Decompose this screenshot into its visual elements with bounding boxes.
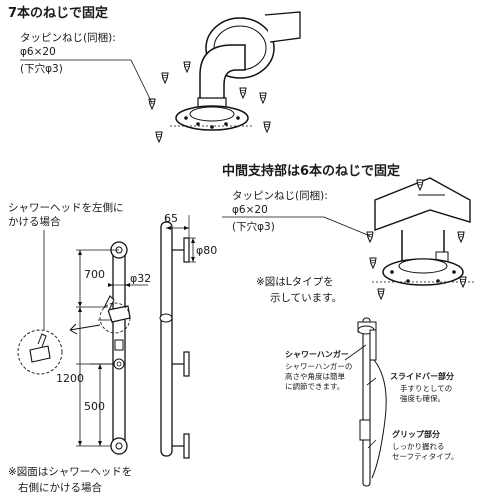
corner-bar — [374, 177, 471, 231]
horizontal-bar — [264, 11, 301, 43]
top-screw-label: タッピンねじ(同梱): — [20, 32, 116, 44]
dim-65: 65 — [164, 212, 178, 225]
middle-pilot-hole: (下穴φ3) — [232, 221, 275, 233]
dim-500: 500 — [84, 400, 105, 413]
elbow-pipe — [199, 44, 246, 111]
middle-bracket-illustration — [222, 177, 474, 300]
grip-callout-title: グリップ部分 — [392, 430, 440, 439]
grip-callout-line1: しっかり握れる — [392, 442, 445, 451]
l-type-note-line2: 示しています。 — [270, 292, 343, 304]
l-type-note-line1: ※図はLタイプを — [256, 276, 334, 288]
grip-callout-line2: セーフティタイプ。 — [392, 452, 459, 461]
rail-perspective-illustration — [344, 317, 387, 487]
left-side-caption-line2: かける場合 — [8, 216, 61, 228]
footnote-line2: 右側にかける場合 — [18, 482, 102, 494]
left-side-caption-line1: シャワーヘッドを左側に — [8, 202, 124, 214]
hanger-callout-line2: 高さや角度は簡単 — [285, 372, 345, 381]
side-rail-pipe — [160, 221, 173, 457]
footnote-line1: ※図面はシャワーヘッドを — [8, 466, 133, 478]
hanger-callout-line1: シャワーハンガーの — [285, 362, 353, 371]
rail-side-elevation — [159, 215, 196, 459]
hanger-callout-title: シャワーハンガー — [285, 350, 349, 359]
hanger-callout-line3: に調節できます。 — [285, 382, 345, 391]
dim-700: 700 — [84, 268, 105, 281]
rail-front-elevation — [76, 241, 148, 455]
slide-bar-callout-line2: 強度も確保。 — [400, 394, 445, 403]
left-hanger-inset — [17, 230, 131, 375]
side-flange-top — [183, 237, 190, 263]
slide-bar-callout-title: スライドバー部分 — [390, 372, 454, 381]
top-heading: 7本のねじで固定 — [8, 6, 109, 21]
dim-pipe-diameter: φ32 — [130, 272, 152, 285]
side-flange-mid — [183, 351, 190, 377]
top-screw-size: φ6×20 — [20, 46, 56, 58]
hanger-head — [369, 329, 377, 361]
side-flange-bottom — [183, 433, 190, 459]
dim-1200: 1200 — [56, 372, 84, 385]
top-pilot-hole: (下穴φ3) — [20, 63, 63, 75]
middle-screw-label: タッピンねじ(同梱): — [232, 190, 328, 202]
middle-heading: 中間支持部は6本のねじで固定 — [222, 164, 401, 179]
middle-screw-size: φ6×20 — [232, 204, 268, 216]
top-bracket-illustration — [20, 11, 301, 143]
slide-bar-callout-line1: 手すりとしての — [400, 384, 453, 393]
dim-flange-diameter: φ80 — [196, 244, 218, 257]
